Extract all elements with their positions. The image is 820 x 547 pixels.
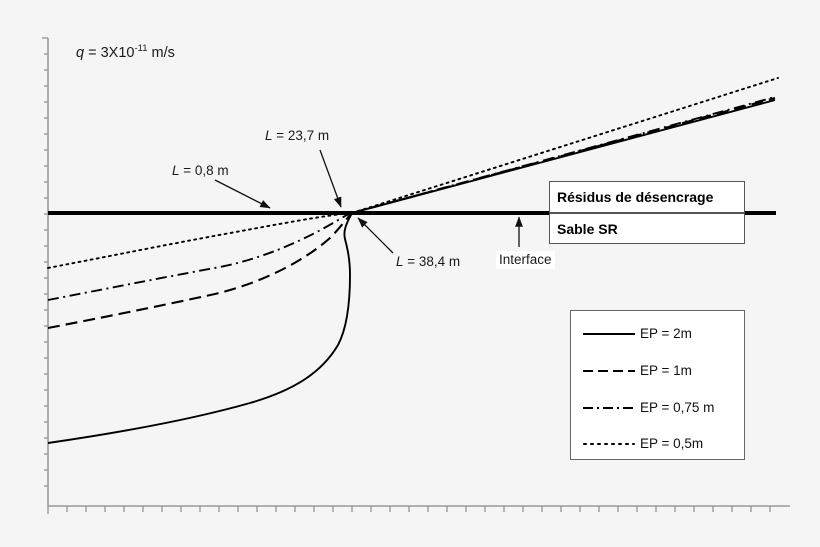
q-units: m/s xyxy=(147,45,175,61)
series-group-upper xyxy=(351,77,779,215)
l-symbol: L xyxy=(396,254,404,269)
layer-label-upper: Résidus de désencrage xyxy=(549,181,745,213)
series-group xyxy=(47,212,353,444)
legend-line-dotted xyxy=(583,442,635,445)
arrow-l2 xyxy=(319,149,342,208)
arrow-l3 xyxy=(357,217,394,254)
legend-line-solid xyxy=(583,332,635,335)
l-symbol: L xyxy=(265,128,273,143)
series-ep-0-75m-upper xyxy=(351,96,776,214)
legend-item-ep-0-75m: EP = 0,75 m xyxy=(571,389,746,426)
annotation-l-0-8m: L = 0,8 m xyxy=(172,163,229,179)
legend-line-dashdot xyxy=(583,406,635,409)
legend-line-dashed xyxy=(583,369,635,372)
q-equals: = 3X10 xyxy=(84,45,135,61)
annotation-l-38-4m: L = 38,4 m xyxy=(396,254,460,270)
legend-label-ep-0-75m: EP = 0,75 m xyxy=(640,400,715,415)
legend-item-ep-0-5m: EP = 0,5m xyxy=(571,425,746,462)
l-symbol: L xyxy=(172,163,180,178)
series-ep-1m-lower xyxy=(47,212,353,330)
l-text: = 23,7 m xyxy=(272,128,330,143)
legend-label-ep-2m: EP = 2m xyxy=(640,326,692,341)
legend-item-ep-2m: EP = 2m xyxy=(571,315,746,352)
layer-label-lower: Sable SR xyxy=(549,213,745,244)
x-axis xyxy=(47,505,790,514)
l-text: = 38,4 m xyxy=(403,254,461,269)
y-axis xyxy=(42,37,49,506)
q-symbol: q xyxy=(76,45,85,61)
annotation-l-23-7m: L = 23,7 m xyxy=(265,128,329,144)
arrow-l1 xyxy=(214,179,271,209)
series-ep-0-75m-lower xyxy=(47,212,353,301)
q-value-annotation: q = 3X10-11 m/s xyxy=(76,43,175,62)
annotation-arrows xyxy=(214,149,523,254)
series-ep-0-5m-upper xyxy=(351,77,779,214)
legend-label-ep-1m: EP = 1m xyxy=(640,363,692,378)
series-ep-0-5m-lower xyxy=(47,212,353,269)
interface-label: Interface xyxy=(496,251,555,269)
series-ep-2m-lower xyxy=(47,212,353,444)
q-exponent: -11 xyxy=(134,43,148,55)
legend-item-ep-1m: EP = 1m xyxy=(571,352,746,389)
legend-label-ep-0-5m: EP = 0,5m xyxy=(640,436,704,451)
chart-legend: EP = 2m EP = 1m EP = 0,75 m EP = 0,5m xyxy=(570,310,745,460)
l-text: = 0,8 m xyxy=(179,163,229,178)
